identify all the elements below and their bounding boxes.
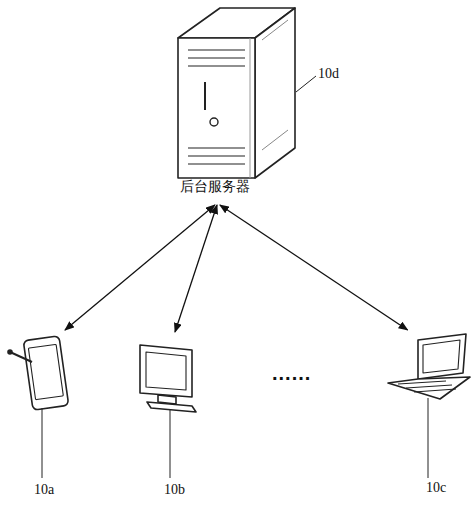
leader-line [428, 398, 429, 478]
server-symbol [178, 8, 295, 178]
tablet-symbol [8, 336, 69, 410]
laptop-symbol [388, 334, 470, 399]
laptop-node: 10c [380, 330, 472, 500]
leader-line [170, 410, 171, 478]
bidirectional-arrow [175, 205, 217, 332]
tablet-node: 10a [5, 330, 75, 500]
bidirectional-arrow [220, 205, 408, 330]
callout-number: 10b [164, 482, 194, 498]
bidirectional-arrow [65, 205, 215, 330]
node-caption: 后台服务器 [165, 178, 265, 196]
monitor-node: 10b [135, 332, 200, 500]
monitor-symbol [140, 345, 196, 412]
callout-number: 10c [426, 480, 456, 496]
leader-line [296, 76, 316, 92]
callout-number: 10a [34, 482, 64, 498]
leader-line [42, 408, 43, 478]
server-node: 后台服务器10d [165, 0, 300, 205]
callout-number: 10d [318, 66, 348, 82]
ellipsis-label: ...... [272, 362, 311, 385]
